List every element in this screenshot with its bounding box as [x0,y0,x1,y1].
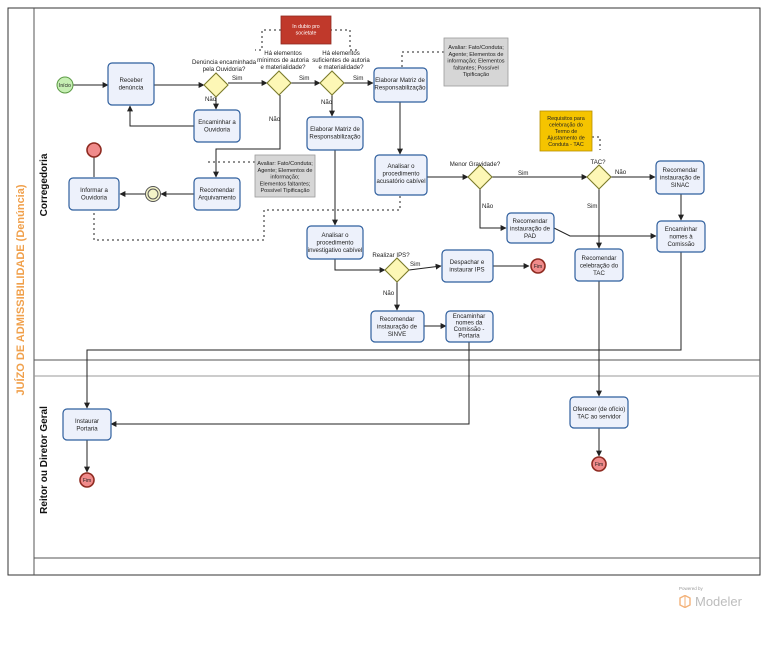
gateway-menor-gravidade-no: Não [482,203,494,210]
end-event-portaria: Fim [79,472,95,488]
task-oferecer-tac[interactable]: Oferecer (de ofício)TAC ao servidor [569,396,629,429]
associations [93,29,601,241]
modeler-logo-icon [679,595,691,608]
gateway-realizar-ips[interactable]: Realizar IPS? Sim Não [372,252,420,297]
svg-text:Avaliar: Fato/Conduta;Agente;: Avaliar: Fato/Conduta;Agente; Elementos … [257,161,313,194]
end-event-ips: Fim [530,258,546,274]
gateway-tac-yes: Sim [587,203,598,210]
lane-label-reitor: Reitor ou Diretor Geral [39,406,50,514]
sequence-flows [73,80,684,473]
pool-title: JUÍZO DE ADMISSIBILIDADE (Denúncia) [14,184,27,395]
pool-frame [7,7,761,576]
brand-powered-by: Powered by [679,586,703,591]
gateway-realizar-ips-no: Não [383,290,395,297]
gateway-denuncia-ouvidoria-yes: Sim [232,75,243,82]
gateway-menor-gravidade-yes: Sim [518,170,529,177]
gateway-denuncia-ouvidoria-no: Não [205,96,217,103]
end-event-portaria-label: Fim [83,478,91,484]
gateway-elementos-suficientes-no: Não [321,99,333,106]
svg-text:Avaliar: Fato/Conduta;Agente;: Avaliar: Fato/Conduta;Agente; Elementos … [447,45,504,78]
svg-text:Menor Gravidade?: Menor Gravidade? [450,161,501,168]
end-event-ouvidoria [86,142,102,158]
lane-label-corregedoria: Corregedoria [39,153,50,216]
gateway-elementos-minimos-no: Não [269,116,281,123]
note-avaliar-2: Avaliar: Fato/Conduta;Agente; Elementos … [254,154,316,198]
svg-text:TAC?: TAC? [590,159,606,166]
brand-name: Modeler [695,594,742,609]
end-event-tac-label: Fim [595,462,603,468]
gateway-menor-gravidade[interactable]: Menor Gravidade? Sim Não [450,161,529,210]
gateway-realizar-ips-yes: Sim [410,261,421,268]
brand-watermark: Powered by Modeler [679,586,759,616]
start-event: Início [56,76,74,94]
intermediate-event [145,186,161,202]
end-event-tac: Fim [591,456,607,472]
svg-text:Oferecer (de ofício)TAC ao ser: Oferecer (de ofício)TAC ao servidor [573,406,626,421]
gateway-elementos-suficientes-yes: Sim [353,75,364,82]
start-event-label: Início [59,83,71,89]
gateway-tac[interactable]: TAC? Não Sim [586,159,627,210]
gateway-elementos-minimos-yes: Sim [299,75,310,82]
svg-text:Realizar IPS?: Realizar IPS? [372,252,410,259]
note-avaliar-1: Avaliar: Fato/Conduta;Agente; Elementos … [443,37,509,87]
end-event-ips-label: Fim [534,264,542,270]
gateway-tac-no: Não [615,169,627,176]
